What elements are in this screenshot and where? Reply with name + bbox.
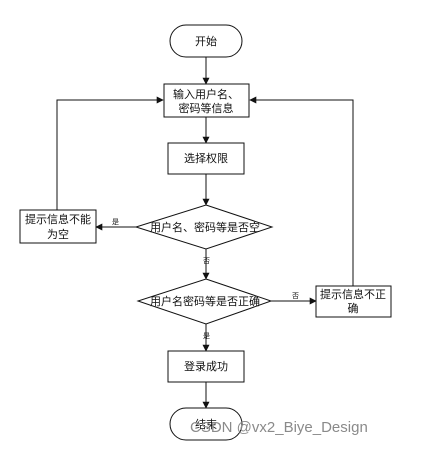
edge-label-yes-empty: 是 xyxy=(112,218,119,226)
empty-msg-line2: 为空 xyxy=(47,227,69,241)
check-empty-label: 用户名、密码等是否空 xyxy=(150,220,260,234)
login-success-label: 登录成功 xyxy=(184,359,228,373)
end-label: 结束 xyxy=(195,418,217,431)
incorrect-msg-node xyxy=(315,285,392,318)
start-node xyxy=(169,24,243,58)
empty-msg-node xyxy=(19,209,97,244)
select-role-node xyxy=(167,142,245,175)
input-label-line2: 密码等信息 xyxy=(179,101,234,115)
select-role-label: 选择权限 xyxy=(184,151,228,165)
end-node xyxy=(169,407,243,441)
start-label: 开始 xyxy=(195,34,217,48)
login-success-node xyxy=(167,350,245,383)
edge-label-yes-correct: 是 xyxy=(203,332,210,340)
input-label-line1: 输入用户名、 xyxy=(173,87,239,101)
edge-incorrect-msg-back xyxy=(249,96,354,286)
edge-label-no-correct: 否 xyxy=(292,292,299,300)
edge-label-no-empty: 否 xyxy=(203,257,210,265)
edge-empty-msg-back xyxy=(56,96,164,210)
check-correct-node xyxy=(136,278,273,325)
empty-msg-line1: 提示信息不能 xyxy=(25,212,91,226)
check-correct-label: 用户名密码等是否正确 xyxy=(150,294,260,308)
input-node xyxy=(163,83,250,118)
check-empty-node xyxy=(134,204,274,250)
incorrect-msg-line1: 提示信息不正 xyxy=(320,287,386,301)
watermark: CSDN @vx2_Biye_Design xyxy=(190,419,368,436)
incorrect-msg-line2: 确 xyxy=(348,302,359,315)
